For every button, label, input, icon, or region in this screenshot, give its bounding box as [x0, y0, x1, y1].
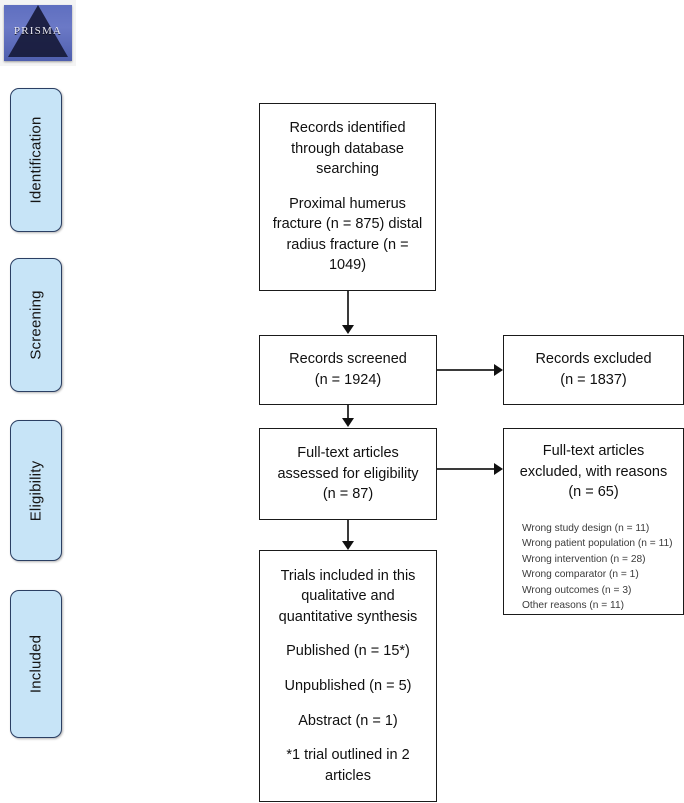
arrow-screened-to-fulltext — [347, 405, 349, 419]
arrow-head-right-icon — [494, 364, 503, 376]
exclusion-reason-item: Wrong patient population (n = 11) — [522, 538, 673, 550]
records-screened-count: (n = 1924) — [314, 372, 382, 388]
box-records-screened: Records screened (n = 1924) — [259, 335, 437, 405]
trials-included-published: Published (n = 15*) — [286, 643, 410, 660]
prisma-logo-wordmark: PRISMA — [13, 25, 63, 37]
fulltext-assessed-count: (n = 87) — [322, 486, 374, 503]
box-records-excluded: Records excluded (n = 1837) — [503, 335, 684, 405]
exclusion-reason-item: Wrong outcomes (n = 3) — [522, 584, 632, 596]
box-fulltext-assessed: Full-text articles assessed for eligibil… — [259, 428, 437, 520]
stage-label-included: Included — [10, 590, 62, 738]
records-identified-heading: Records identified through database sear… — [289, 119, 406, 178]
stage-label-screening-text: Screening — [27, 290, 45, 360]
arrow-head-down-icon — [342, 325, 354, 334]
arrow-head-down-icon — [342, 541, 354, 550]
records-excluded-title: Records excluded — [535, 351, 652, 368]
records-identified-counts: Proximal humerus fracture (n = 875) dist… — [272, 195, 423, 274]
box-trials-included: Trials included in this qualitative and … — [259, 550, 437, 802]
arrow-head-down-icon — [342, 418, 354, 427]
records-excluded-count: (n = 1837) — [560, 372, 627, 388]
prisma-logo-triangle-icon — [8, 5, 68, 57]
exclusion-reason-item: Wrong intervention (n = 28) — [522, 553, 646, 565]
arrow-fulltext-to-fulltext-excluded — [437, 468, 495, 470]
records-screened-title: Records screened — [289, 351, 407, 368]
box-fulltext-excluded: Full-text articles excluded, with reason… — [503, 428, 684, 615]
trials-included-unpublished: Unpublished (n = 5) — [284, 678, 412, 694]
prisma-logo: PRISMA — [0, 0, 76, 66]
fulltext-excluded-title: Full-text articles excluded, with reason… — [519, 443, 668, 480]
exclusion-reasons-list: Wrong study design (n = 11) Wrong patien… — [512, 521, 675, 614]
trials-included-footnote: *1 trial outlined in 2 articles — [286, 747, 410, 784]
stage-label-screening: Screening — [10, 258, 62, 392]
arrow-screened-to-excluded — [437, 369, 495, 371]
stage-label-identification: Identification — [10, 88, 62, 232]
stage-label-identification-text: Identification — [27, 116, 45, 204]
exclusion-reason-item: Wrong study design (n = 11) — [522, 522, 650, 534]
arrow-head-right-icon — [494, 463, 503, 475]
stage-label-eligibility-text: Eligibility — [27, 460, 45, 521]
arrow-identified-to-screened — [347, 291, 349, 326]
trials-included-title: Trials included in this qualitative and … — [278, 567, 418, 625]
fulltext-assessed-title: Full-text articles assessed for eligibil… — [277, 445, 419, 482]
exclusion-reason-item: Wrong comparator (n = 1) — [522, 569, 639, 581]
stage-label-included-text: Included — [27, 634, 45, 694]
arrow-fulltext-to-included — [347, 520, 349, 542]
stage-label-eligibility: Eligibility — [10, 420, 62, 561]
fulltext-excluded-count: (n = 65) — [568, 484, 619, 501]
trials-included-abstract: Abstract (n = 1) — [298, 712, 398, 729]
exclusion-reason-item: Other reasons (n = 11) — [522, 600, 625, 612]
box-records-identified: Records identified through database sear… — [259, 103, 436, 291]
